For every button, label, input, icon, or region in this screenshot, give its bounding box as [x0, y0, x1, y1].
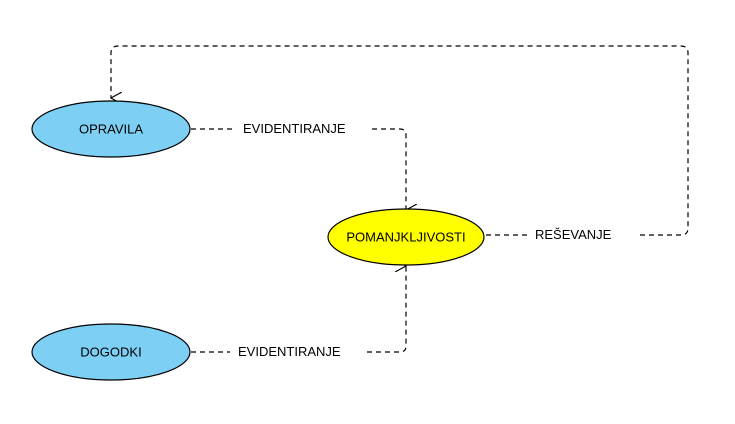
edge-arrow-segment [372, 128, 406, 210]
edge-dogodki-to-pomanjkljivosti[interactable]: EVIDENTIRANJE [191, 266, 406, 359]
edge-label-evidentiranje-1: EVIDENTIRANJE [243, 121, 346, 136]
edge-arrow-segment [111, 45, 689, 236]
node-pomanjkljivosti[interactable]: POMANJKLJIVOSTI [327, 208, 485, 266]
node-pomanjkljivosti-shape [327, 208, 485, 266]
node-pomanjkljivosti-label: POMANJKLJIVOSTI [346, 230, 465, 245]
edge-label-resevanje: REŠEVANJE [535, 227, 612, 242]
edge-opravila-to-pomanjkljivosti[interactable]: EVIDENTIRANJE [191, 121, 406, 210]
edge-arrow-segment [367, 266, 406, 353]
node-dogodki-shape [31, 323, 191, 381]
node-opravila[interactable]: OPRAVILA [31, 100, 191, 158]
node-opravila-label: OPRAVILA [79, 122, 143, 137]
node-dogodki-label: DOGODKI [80, 345, 141, 360]
edge-pomanjkljivosti-to-opravila[interactable]: REŠEVANJE [111, 45, 689, 242]
node-opravila-shape [31, 100, 191, 158]
edge-label-evidentiranje-2: EVIDENTIRANJE [238, 344, 341, 359]
node-dogodki[interactable]: DOGODKI [31, 323, 191, 381]
